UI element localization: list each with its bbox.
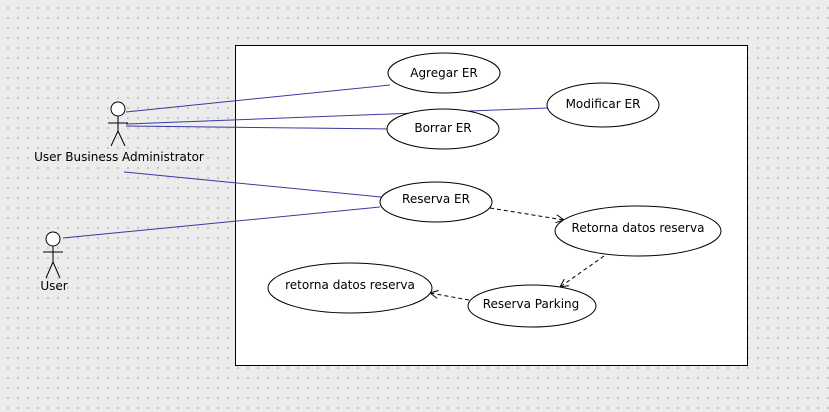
- dependency-reserva-er-retorna-datos[interactable]: [489, 207, 564, 220]
- association-admin-agregar[interactable]: [125, 84, 391, 113]
- stick-figure-icon: [43, 231, 63, 279]
- association-user-reserva-er[interactable]: [62, 206, 381, 239]
- stick-figure-icon: [108, 101, 128, 147]
- actor-user[interactable]: User: [40, 231, 68, 293]
- dependency-retorna-datos-reserva-parking[interactable]: [560, 255, 605, 287]
- use-case-agregar-er[interactable]: Agregar ER: [387, 52, 501, 94]
- use-case-label: Agregar ER: [410, 66, 478, 80]
- use-case-retorna-datos-reserva[interactable]: Retorna datos reserva: [554, 205, 722, 257]
- use-case-reserva-er[interactable]: Reserva ER: [379, 181, 493, 223]
- association-admin-modificar[interactable]: [125, 107, 549, 125]
- use-case-label: Modificar ER: [566, 97, 641, 111]
- association-admin-reserva-er[interactable]: [123, 171, 382, 198]
- association-admin-borrar[interactable]: [125, 125, 390, 130]
- use-case-label: Borrar ER: [414, 121, 471, 135]
- actor-business-administrator[interactable]: User Business Administrator: [34, 101, 204, 164]
- actor-label: User: [40, 279, 67, 293]
- use-case-modificar-er[interactable]: Modificar ER: [546, 82, 660, 128]
- use-case-borrar-er[interactable]: Borrar ER: [386, 108, 500, 150]
- use-case-label: Reserva Parking: [483, 297, 580, 311]
- use-case-label: Retorna datos reserva: [572, 221, 705, 235]
- use-case-reserva-parking[interactable]: Reserva Parking: [467, 284, 597, 328]
- use-case-label: Reserva ER: [402, 192, 470, 206]
- use-case-label: retorna datos reserva: [285, 278, 415, 292]
- actor-label: User Business Administrator: [34, 150, 204, 164]
- use-case-retorna-datos-reserva-lower[interactable]: retorna datos reserva: [267, 262, 433, 314]
